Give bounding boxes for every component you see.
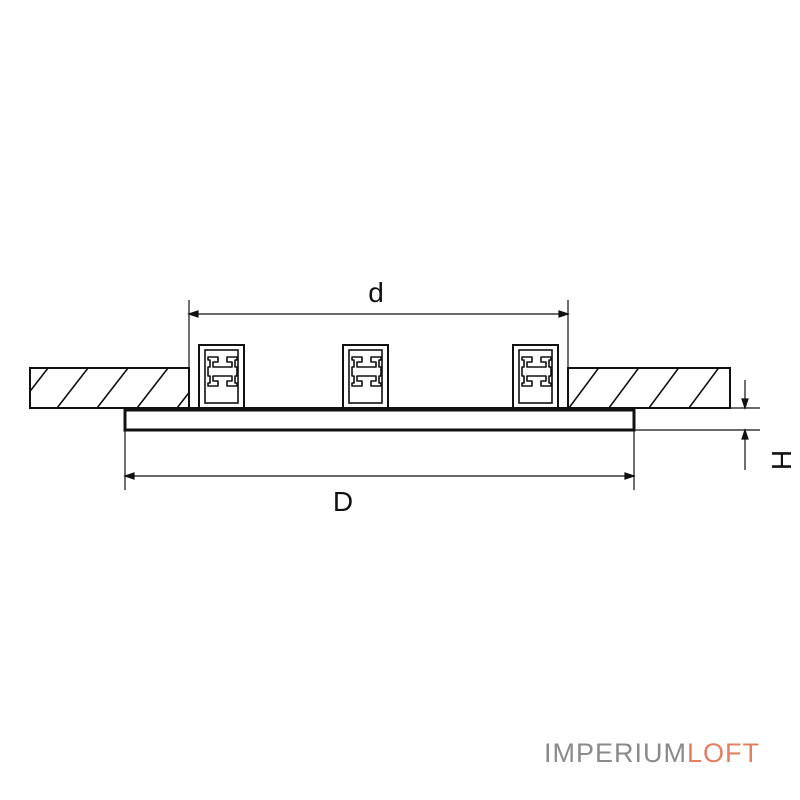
watermark-loft: LOFT xyxy=(687,738,760,768)
dimension-D-label: D xyxy=(333,486,353,517)
dimension-H-label: H xyxy=(766,450,797,470)
ceiling-slab-right xyxy=(567,367,731,409)
dimension-d xyxy=(187,300,570,368)
mounting-clip xyxy=(198,344,245,409)
dimension-d-label: d xyxy=(368,277,384,308)
dimension-D xyxy=(123,430,636,490)
dimension-H xyxy=(634,380,760,470)
mounting-clip xyxy=(512,344,559,409)
watermark-logo: IMPERIUMLOFT xyxy=(544,738,760,768)
ceiling-slab-left xyxy=(29,367,190,409)
mounting-clip xyxy=(342,344,389,409)
watermark-imperium: IMPERIUM xyxy=(544,738,687,768)
fixture-flange xyxy=(123,408,636,432)
